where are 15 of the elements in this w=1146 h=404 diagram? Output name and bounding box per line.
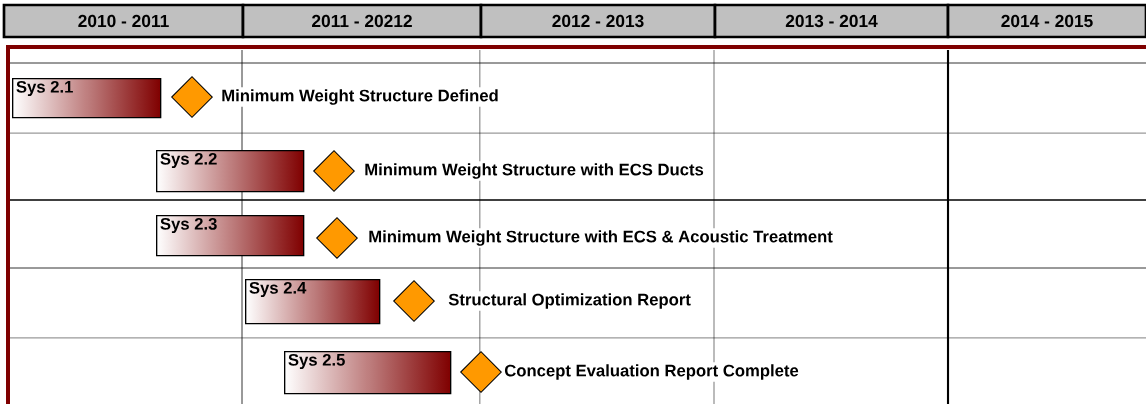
milestone-label: Minimum Weight Structure Defined [219, 87, 501, 107]
milestone-label: Concept Evaluation Report Complete [502, 362, 801, 382]
year-header-cell: 2011 - 20212 [241, 3, 483, 39]
task-bar: Sys 2.4 [245, 279, 381, 325]
milestone-label: Minimum Weight Structure with ECS Ducts [362, 161, 706, 181]
task-bar: Sys 2.3 [156, 215, 305, 257]
milestone-label: Minimum Weight Structure with ECS & Acoustic Treatment [366, 228, 835, 248]
year-header-cell: 2014 - 2015 [946, 3, 1146, 39]
year-header-cell: 2013 - 2014 [713, 3, 950, 39]
milestone-label: Structural Optimization Report [446, 291, 693, 311]
task-bar: Sys 2.5 [284, 351, 452, 395]
task-bar: Sys 2.2 [156, 150, 305, 193]
year-header-cell: 2012 - 2013 [479, 3, 717, 39]
task-bar: Sys 2.1 [12, 78, 162, 119]
year-header-cell: 2010 - 2011 [2, 3, 245, 39]
